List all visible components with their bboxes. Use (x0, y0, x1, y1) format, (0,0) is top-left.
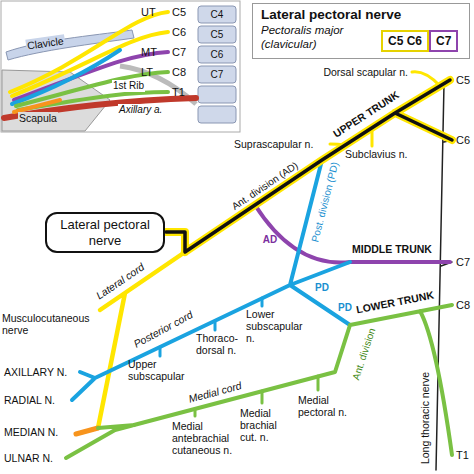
nerve-label: Subclavius n. (345, 148, 407, 160)
anatomy-label: Axillary a. (118, 104, 163, 116)
anatomy-label: 1st Rib (112, 80, 145, 92)
nerve-label: Suprascapular n. (234, 138, 313, 150)
nerve-label: Medial pectoral n. (298, 394, 356, 418)
root-box: C7 (429, 30, 458, 52)
nerve-label: Medial cord (187, 379, 243, 405)
nerve-label: Upper subscapular (128, 358, 194, 382)
nerve-label: C7 (456, 256, 470, 269)
node-title: C5 C6 (388, 34, 422, 48)
inset-figure-part-part (14, 100, 60, 112)
nerve-label: RADIAL N. (4, 394, 55, 406)
root-label: C5 (211, 29, 224, 41)
inset-figure-part (4, 12, 196, 118)
plexus-lines-part (166, 80, 452, 252)
callout-box: Lateral pectoral nerve (45, 212, 165, 253)
plexus-lines-part (255, 205, 450, 263)
nerve-label: AD (263, 234, 277, 246)
inset-figure-part-part (198, 6, 236, 23)
plexus-lines-part (166, 80, 452, 252)
nerve-label: MEDIAN N. (4, 426, 58, 438)
nerve-label: Lower subscapular n. (246, 308, 306, 344)
info-box: Lateral pectoral nervePectoralis major (… (252, 3, 470, 59)
nerve-label: C6 (456, 134, 470, 147)
root-label: C4 (211, 9, 224, 21)
nerve-label: Musculocutaneous nerve (2, 312, 98, 336)
inset-figure-part-part (198, 106, 236, 123)
root-label: C7 (211, 69, 224, 81)
plexus-lines (66, 72, 452, 470)
inset-figure-part (198, 6, 236, 123)
inset-figure-part-part (198, 26, 236, 43)
inset-figure-part-part (10, 12, 168, 92)
nerve-label: Medial antebrachial cutaneous n. (172, 420, 236, 456)
node-text: Pectoralis major (clavicular) (261, 24, 373, 52)
root-label: LT (141, 66, 153, 79)
root-label: C6 (211, 49, 224, 61)
node-title: C7 (436, 34, 451, 48)
inset-figure-part-part (198, 66, 236, 83)
nerve-label: Long thoracic nerve (419, 372, 431, 464)
root-label: UT (141, 6, 156, 19)
plexus-lines-part (66, 305, 452, 458)
root-box: C5 C6 (381, 30, 429, 52)
nerve-label: AXILLARY N. (4, 366, 67, 378)
nerve-label: PD (338, 302, 352, 314)
plexus-lines-part (72, 160, 350, 400)
nerve-label: Post. division (PD) (309, 161, 341, 244)
root-label: C7 (172, 46, 186, 59)
plexus-lines-part (330, 72, 440, 146)
node-title: Lateral pectoral nerve (53, 217, 157, 248)
inset-figure-part-part (198, 46, 236, 63)
root-label: MT (141, 46, 157, 59)
plexus-lines-part (76, 428, 98, 434)
nerve-label: Medial brachial cut. n. (240, 407, 294, 443)
inset-figure (1, 1, 240, 132)
nerve-label: Ant. division (350, 327, 378, 382)
root-label: C6 (172, 26, 186, 39)
root-label: T1 (172, 86, 185, 99)
root-label: C8 (172, 66, 186, 79)
nerve-label: Thoraco-dorsal n. (196, 332, 246, 356)
anatomy-label: Scapula (18, 112, 58, 124)
nerve-label: ULNAR N. (4, 452, 53, 464)
nerve-label: C8 (456, 299, 470, 312)
root-label: C5 (172, 6, 186, 19)
nerve-label: PD (315, 282, 329, 294)
inset-figure-part-part (198, 86, 236, 103)
nerve-label: Dorsal scapular n. (323, 66, 408, 78)
nerve-label: MIDDLE TRUNK (352, 243, 432, 255)
nerve-label: C5 (456, 74, 470, 87)
nerve-label: T1 (456, 449, 469, 462)
inset-figure-part (1, 1, 240, 132)
node-title: Lateral pectoral nerve (261, 7, 461, 22)
